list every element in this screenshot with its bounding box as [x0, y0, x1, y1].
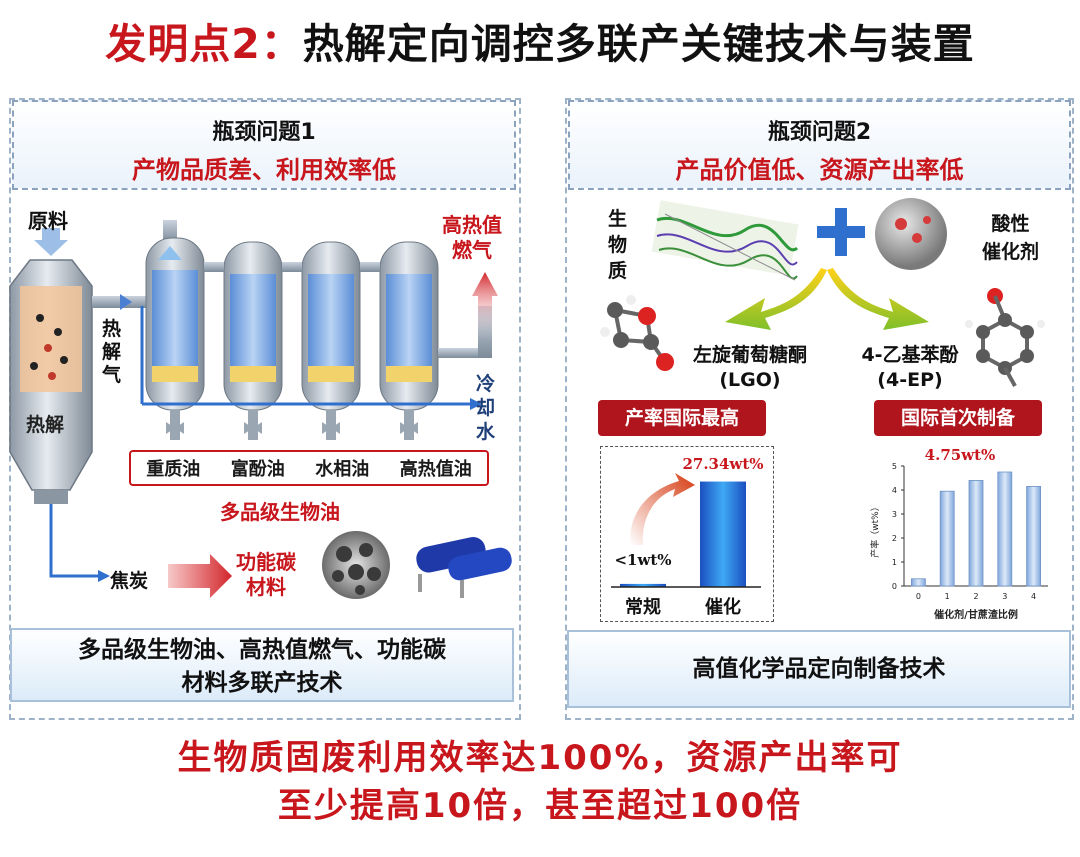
problem2-box: 瓶颈问题2 产品价值低、资源产出率低: [568, 100, 1071, 190]
valves: [166, 410, 418, 440]
carbon-arrow: [168, 554, 232, 598]
plus-icon: [817, 208, 865, 256]
raw-material-label: 原料: [28, 209, 68, 233]
pyrolysis-reactor: [9, 259, 93, 504]
bar-0: [620, 583, 666, 587]
arrow-to-lgo: [725, 268, 827, 330]
fuel-gas-label: 高热值燃气: [442, 213, 502, 262]
oil-type-phenolic: 富酚油: [230, 459, 285, 480]
annotation-catalytic: 27.34wt%: [682, 455, 763, 473]
arrow-to-4ep: [827, 268, 929, 330]
chart-4ep-yield: 0 1 2 3 4 5 0 1 2 3 4 催化剂/甘蔗渣比例 产率（wt%） 4.75wt%: [869, 446, 1048, 621]
condenser-2: [223, 241, 283, 411]
page-title: 发明点2：热解定向调控多联产关键技术与装置: [0, 10, 1080, 70]
category-label-0: 常规: [625, 596, 661, 618]
bar-3: [997, 471, 1013, 587]
y-tick-label-3: 3: [892, 510, 897, 519]
supercapacitor-image: [416, 537, 512, 598]
condenser-1: [145, 220, 205, 411]
problem1-desc: 产物品质差、利用效率低: [132, 156, 396, 184]
conclusion-line-2: 至少提高10倍，甚至超过100倍: [277, 786, 803, 826]
y-tick-label-2: 2: [892, 534, 897, 543]
4ep-label: 4-乙基苯酚(4-EP): [861, 344, 959, 391]
cooling-water-label: 冷却水: [476, 373, 496, 443]
x-tick-label-3: 3: [1002, 592, 1007, 601]
y-axis-label: 产率（wt%）: [869, 502, 881, 557]
pyrolysis-label: 热解: [26, 414, 65, 436]
x-tick-label-4: 4: [1031, 592, 1036, 601]
catalyst-image: [875, 198, 947, 270]
gas-arrow: [120, 294, 132, 310]
left-summary: 多品级生物油、高热值燃气、功能碳材料多联产技术: [10, 628, 514, 702]
problem1-box: 瓶颈问题1 产物品质差、利用效率低: [12, 100, 516, 190]
badge-highest-yield: 产率国际最高: [598, 400, 766, 436]
title-prefix: 发明点2：: [105, 20, 303, 68]
lgo-label: 左旋葡萄糖酮(LGO): [692, 344, 807, 391]
biomass-structure-image: [651, 200, 799, 281]
badge-first-preparation: 国际首次制备: [874, 400, 1042, 436]
increase-arrow: [630, 473, 695, 545]
condenser-3: [301, 241, 361, 411]
catalyst-label: 酸性催化剂: [982, 213, 1040, 263]
y-tick-label-1: 1: [892, 558, 897, 567]
x-tick-label-0: 0: [916, 592, 921, 601]
category-label-1: 催化: [705, 596, 741, 618]
pyro-gas-label: 热解气: [102, 318, 122, 386]
problem2-desc: 产品价值低、资源产出率低: [675, 156, 964, 184]
oil-type-high-heat: 高热值油: [399, 459, 472, 480]
right-panel: [565, 98, 1074, 720]
carbon-material-label: 功能碳材料: [236, 550, 296, 599]
conclusion-line-1: 生物质固废利用效率达100%，资源产出率可: [177, 738, 903, 778]
oil-type-aqueous: 水相油: [315, 459, 370, 480]
pyrolysis-process-diagram: [9, 220, 512, 599]
chart-lgo-yield: 常规 催化 <1wt% 27.34wt%: [600, 446, 774, 622]
raw-material-arrow: [34, 228, 68, 256]
x-axis-label: 催化剂/甘蔗渣比例: [934, 608, 1018, 621]
y-tick-label-0: 0: [892, 582, 897, 591]
annotation-max: 4.75wt%: [925, 446, 996, 464]
biomass-label: 生物质: [608, 208, 628, 282]
char-line: [49, 504, 100, 578]
y-tick-label-4: 4: [892, 486, 897, 495]
biooil-title: 多品级生物油: [220, 500, 340, 524]
bar-1: [700, 481, 746, 587]
porous-carbon-image: [322, 531, 390, 599]
oil-type-heavy: 重质油: [146, 459, 201, 480]
bar-2: [968, 480, 984, 587]
4ep-molecule-image: [965, 288, 1045, 387]
x-tick-label-2: 2: [973, 592, 978, 601]
char-label: 焦炭: [110, 570, 149, 592]
x-tick-label-1: 1: [945, 592, 950, 601]
title-main: 热解定向调控多联产关键技术与装置: [302, 20, 975, 68]
bar-0: [911, 578, 926, 587]
lgo-molecule-image: [600, 295, 674, 371]
bar-4: [1026, 486, 1042, 587]
catalysis-diagram: [600, 198, 1045, 387]
fuel-gas-arrow: [472, 272, 498, 340]
annotation-conventional: <1wt%: [614, 551, 671, 569]
problem1-title: 瓶颈问题1: [212, 120, 316, 145]
y-tick-label-5: 5: [892, 462, 897, 471]
problem2-title: 瓶颈问题2: [767, 120, 872, 145]
condenser-4: [379, 241, 439, 411]
right-summary: 高值化学品定向制备技术: [567, 630, 1071, 708]
chart1-svg: 常规 催化 <1wt% 27.34wt%: [611, 455, 764, 618]
bar-1: [939, 490, 955, 587]
oil-types-box: 重质油 富酚油 水相油 高热值油: [129, 450, 489, 486]
